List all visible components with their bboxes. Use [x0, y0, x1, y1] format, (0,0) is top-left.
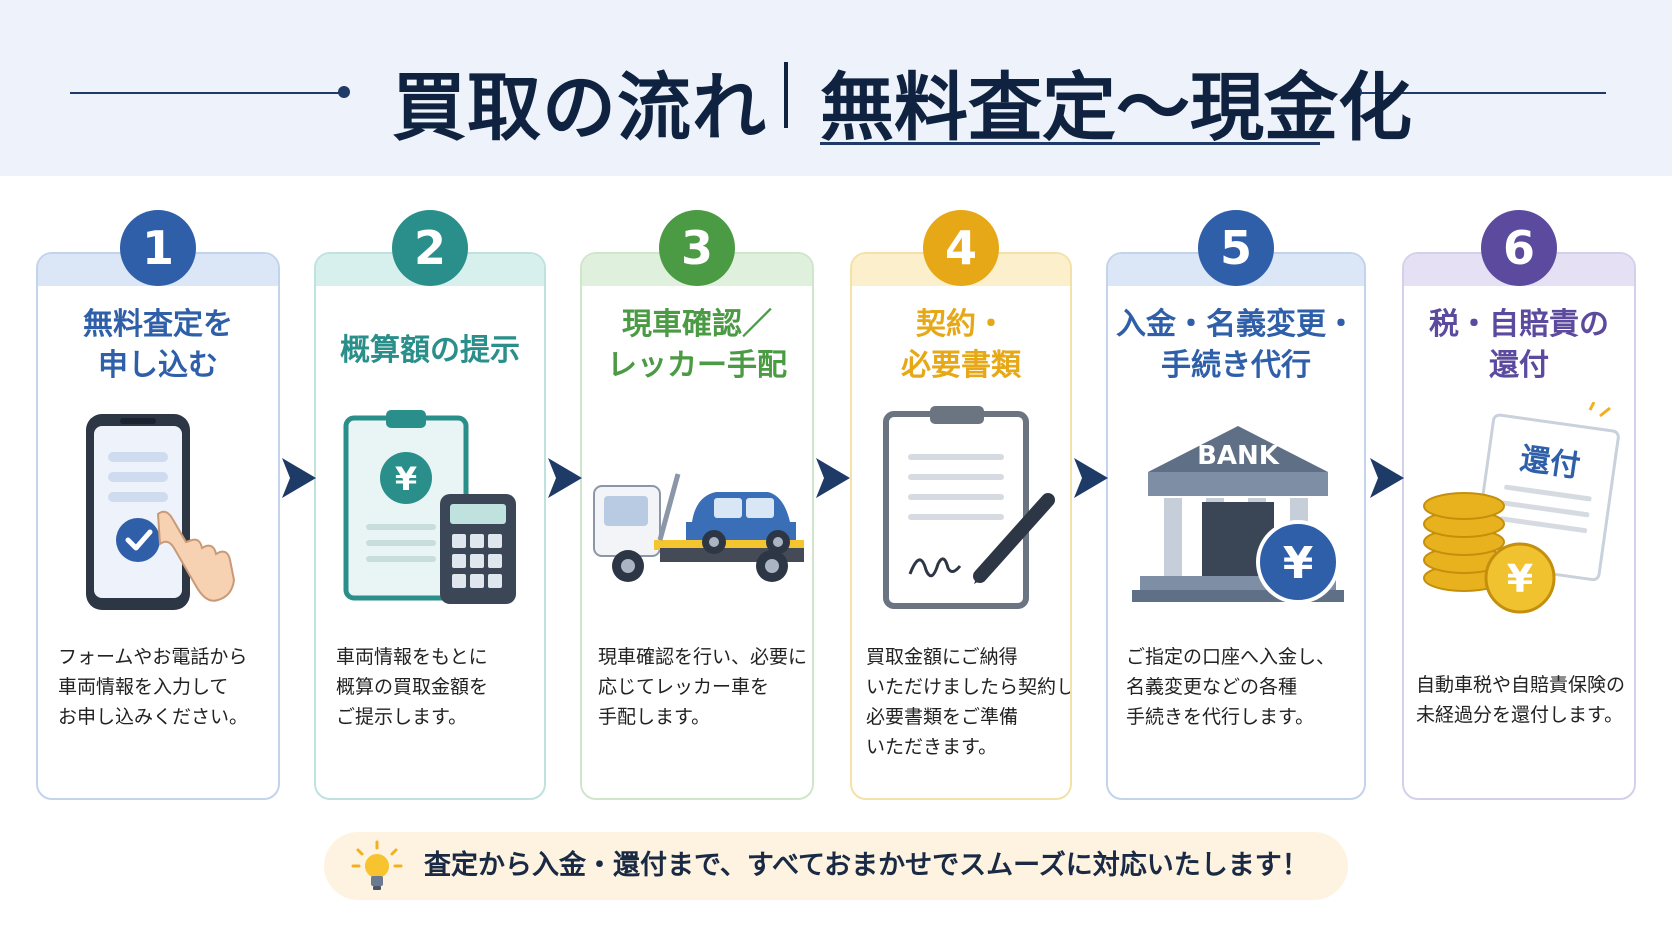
step-title-line: 必要書類 — [901, 348, 1021, 383]
step-title-line: 無料査定を — [83, 307, 233, 342]
step-description-line: 応じてレッカー車を — [598, 676, 770, 698]
step-description-line: 買取金額にご納得 — [866, 646, 1018, 668]
step-description-line: いただきます。 — [866, 736, 998, 758]
header-banner — [0, 0, 1672, 176]
step-description-line: 自動車税や自賠責保険の — [1416, 674, 1626, 696]
header-right-line — [1358, 92, 1606, 94]
step-description: 買取金額にご納得いただけましたら契約し、必要書類をご準備いただきます。 — [852, 642, 1072, 762]
lightbulb-icon — [351, 840, 403, 890]
step-title: 入金・名義変更・手続き代行 — [1108, 304, 1364, 386]
tow-truck-icon — [593, 473, 804, 582]
step-card: 税・自賠責の還付 還付 ¥ 自動車税や自賠責保険の未経過分を還付します。 — [1402, 252, 1636, 800]
arrow-right-icon — [816, 458, 850, 498]
refund-coins-icon: 還付 ¥ — [1404, 402, 1634, 622]
step-description-line: 車両情報を入力して — [58, 676, 229, 698]
step-number-badge: 3 — [659, 210, 735, 286]
step-description-line: 名義変更などの各種 — [1126, 676, 1298, 698]
document-pen-icon — [852, 402, 1070, 622]
step-title-line: 税・自賠責の — [1429, 307, 1609, 342]
step-description-line: 車両情報をもとに — [336, 646, 488, 668]
page-title: 買取の流れ — [392, 65, 767, 151]
step-description-line: 必要書類をご準備 — [866, 706, 1019, 728]
step-title-line: 入金・名義変更・ — [1116, 307, 1356, 342]
step-description-line: 手配します。 — [598, 706, 711, 728]
step-description-line: 概算の買取金額を — [336, 676, 489, 698]
smartphone-tap-icon — [38, 402, 278, 622]
step-title: 税・自賠責の還付 — [1404, 304, 1634, 386]
bank-icon: BANK ¥ — [1108, 402, 1364, 622]
step-description: 自動車税や自賠責保険の未経過分を還付します。 — [1404, 670, 1634, 730]
step-description: 車両情報をもとに概算の買取金額をご提示します。 — [316, 642, 544, 732]
step-description-line: ご指定の口座へ入金し、 — [1126, 646, 1336, 668]
svg-text:還付: 還付 — [1518, 442, 1582, 485]
step-number-badge: 4 — [923, 210, 999, 286]
step-number-badge: 1 — [120, 210, 196, 286]
footer-note: 査定から入金・還付まで、すべておまかせでスムーズに対応いたします！ — [324, 832, 1348, 900]
step-title: 無料査定を申し込む — [38, 304, 278, 386]
step-card: 概算額の提示 ¥ 車両情報をもとに概算の買取金額をご提示します。 — [314, 252, 546, 800]
step-title-line: 申し込む — [98, 348, 218, 383]
step-description-line: 未経過分を還付します。 — [1416, 704, 1624, 726]
svg-text:¥: ¥ — [1507, 557, 1533, 601]
step-card: 契約・必要書類 買取金額にご納得いただけましたら契約し、必要書類をご準備いただき… — [850, 252, 1072, 800]
refund-coins-icon: 還付 ¥ — [1423, 402, 1620, 614]
step-description-line: いただけましたら契約し、 — [866, 676, 1072, 698]
step-description: フォームやお電話から車両情報を入力してお申し込みください。 — [38, 642, 278, 732]
step-number-badge: 6 — [1481, 210, 1557, 286]
clipboard-calculator-icon: ¥ — [316, 402, 544, 622]
step-number-badge: 2 — [392, 210, 468, 286]
footer-text: 査定から入金・還付まで、すべておまかせでスムーズに対応いたします！ — [424, 850, 1309, 881]
step-title-line: 契約・ — [916, 307, 1006, 342]
step-title-line: 概算額の提示 — [340, 333, 520, 368]
step-card: 現車確認／ レッカー手配 現車確認を行い、必要に応じてレッカー車を手配します。 — [580, 252, 814, 800]
tow-truck-icon — [582, 402, 812, 622]
step-description: ご指定の口座へ入金し、名義変更などの各種手続きを代行します。 — [1108, 642, 1364, 732]
subtitle-underline — [820, 142, 1320, 145]
step-title-line: 還付 — [1489, 348, 1549, 383]
step-description-line: ご提示します。 — [336, 706, 468, 728]
arrow-right-icon — [1370, 458, 1404, 498]
step-title-line: 現車確認／ — [622, 307, 772, 342]
step-card: 無料査定を申し込む フォームやお電話から車両情報を入力してお申し込みください。 — [36, 252, 280, 800]
step-description: 現車確認を行い、必要に応じてレッカー車を手配します。 — [582, 642, 812, 732]
step-description-line: 手続きを代行します。 — [1126, 706, 1315, 728]
step-title-line: レッカー手配 — [607, 348, 787, 383]
bank-icon: BANK ¥ — [1132, 426, 1344, 604]
arrow-right-icon — [282, 458, 316, 498]
header-right-dot — [1350, 86, 1362, 98]
header-left-dot — [338, 86, 350, 98]
step-title: 現車確認／ レッカー手配 — [582, 304, 812, 386]
step-title-line: 手続き代行 — [1161, 348, 1311, 383]
clipboard-calculator-icon: ¥ — [343, 410, 516, 604]
svg-text:BANK: BANK — [1197, 441, 1280, 471]
title-separator — [784, 62, 788, 128]
smartphone-tap-icon — [86, 414, 236, 610]
document-pen-icon — [883, 406, 1055, 609]
step-title: 契約・必要書類 — [852, 304, 1070, 386]
step-description-line: お申し込みください。 — [58, 706, 249, 728]
arrow-right-icon — [1074, 458, 1108, 498]
step-description-line: 現車確認を行い、必要に — [598, 646, 808, 668]
page-subtitle: 無料査定〜現金化 — [820, 65, 1412, 151]
step-card: 入金・名義変更・手続き代行 BANK ¥ ご指定の口座へ入金し、名義変更などの各… — [1106, 252, 1366, 800]
svg-text:¥: ¥ — [1283, 538, 1314, 589]
arrow-right-icon — [548, 458, 582, 498]
step-number-badge: 5 — [1198, 210, 1274, 286]
header-left-line — [70, 92, 342, 94]
step-title: 概算額の提示 — [316, 330, 544, 371]
step-description-line: フォームやお電話から — [58, 646, 248, 668]
svg-text:¥: ¥ — [395, 460, 417, 498]
